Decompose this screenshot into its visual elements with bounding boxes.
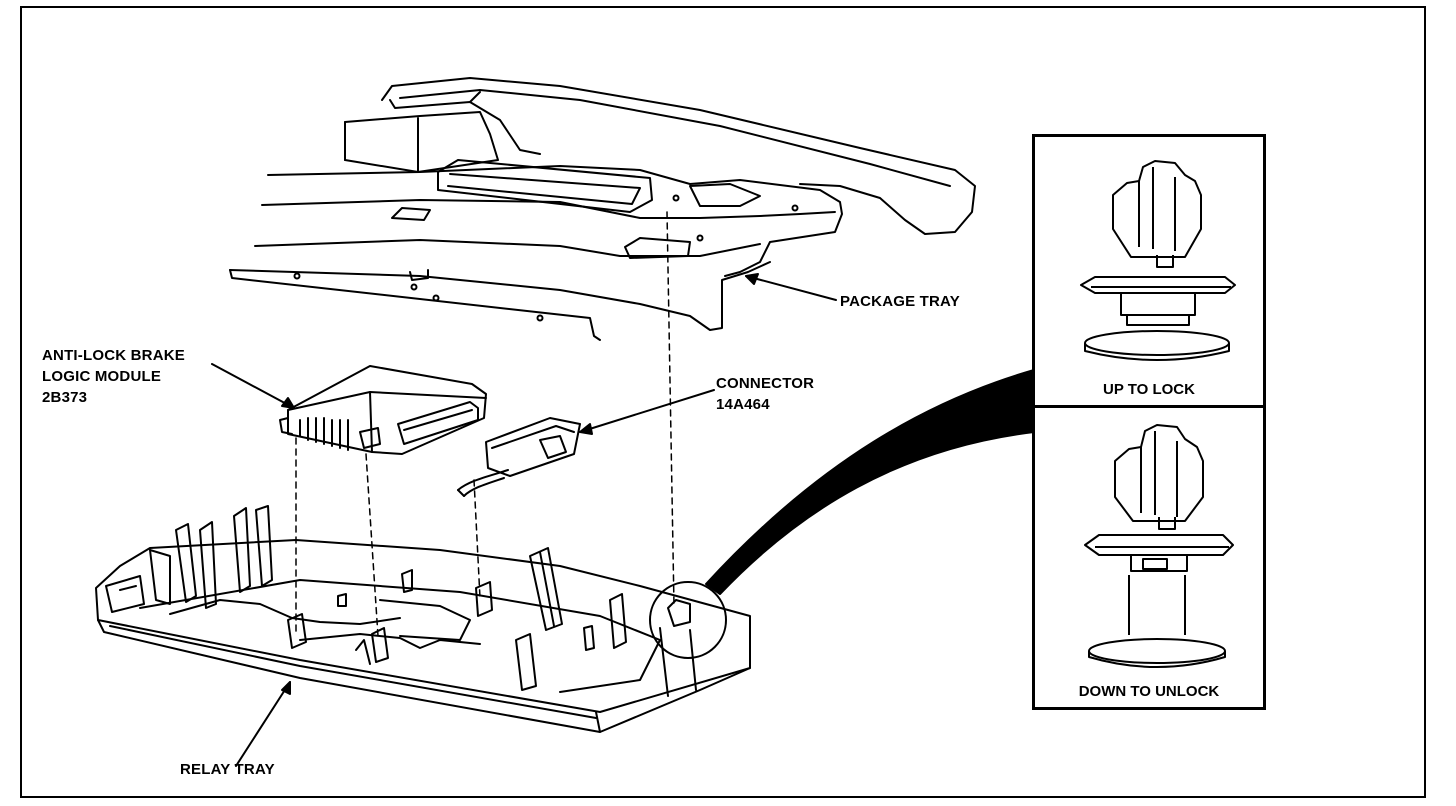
connector-label-line2: 14A464 — [716, 396, 770, 413]
package-tray-label: PACKAGE TRAY — [840, 293, 960, 310]
module-label-line3: 2B373 — [42, 389, 88, 406]
module-label-line2: LOGIC MODULE — [42, 368, 162, 385]
up-to-lock-caption: UP TO LOCK — [1103, 381, 1195, 398]
connector-label-line1: CONNECTOR — [716, 375, 815, 392]
alignment-lines — [295, 211, 675, 637]
package-tray-drawing — [229, 77, 976, 341]
anti-lock-brake-module-drawing — [279, 365, 487, 455]
down-to-unlock-caption: DOWN TO UNLOCK — [1078, 683, 1220, 700]
lock-magnifier-circle — [649, 581, 727, 659]
diagram-frame — [20, 6, 1426, 798]
lock-clip-drawings — [1080, 160, 1236, 668]
relay-tray-label: RELAY TRAY — [180, 761, 275, 778]
lock-detail-panel: UP TO LOCK DOWN TO UNLOCK — [1032, 134, 1266, 710]
connector-drawing — [457, 417, 581, 497]
module-label-line1: ANTI-LOCK BRAKE — [42, 347, 185, 364]
relay-tray-drawing — [95, 505, 751, 733]
leader-lines — [211, 273, 837, 767]
locked-clip-drawing — [1080, 160, 1236, 361]
unlocked-clip-drawing — [1084, 424, 1234, 668]
panel-divider — [1035, 405, 1263, 408]
